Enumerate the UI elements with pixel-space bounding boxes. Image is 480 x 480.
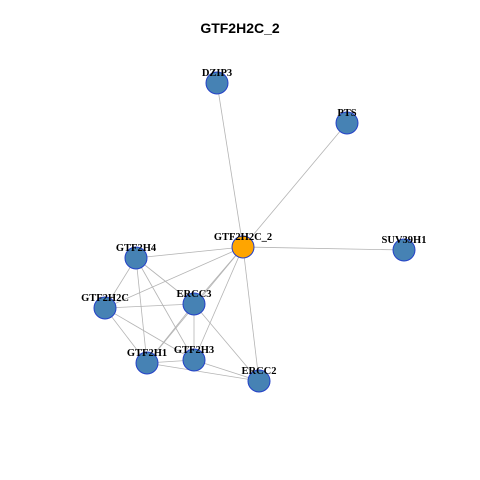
node-label-suv39h1: SUV39H1	[382, 235, 427, 246]
edge-gtf2h2c_2-ercc2	[242, 246, 260, 382]
node-label-gtf2h4: GTF2H4	[116, 243, 157, 254]
edge-gtf2h2c-gtf2h3	[104, 307, 195, 361]
node-label-gtf2h1: GTF2H1	[127, 348, 167, 359]
node-label-gtf2h3: GTF2H3	[174, 345, 214, 356]
node-label-gtf2h2c_2: GTF2H2C_2	[214, 232, 272, 243]
edge-gtf2h2c_2-gtf2h4	[135, 246, 244, 259]
edge-ercc3-gtf2h1	[146, 303, 195, 364]
edge-gtf2h4-ercc3	[135, 257, 195, 305]
edge-gtf2h1-ercc2	[146, 362, 260, 382]
node-label-dzip3: DZIP3	[202, 68, 232, 79]
node-suv39h1	[392, 238, 416, 262]
node-gtf2h2c	[93, 296, 117, 320]
edge-ercc3-ercc2	[193, 303, 260, 382]
node-label-gtf2h2c: GTF2H2C	[81, 293, 129, 304]
node-dzip3	[205, 71, 229, 95]
edge-gtf2h2c-gtf2h1	[104, 307, 148, 364]
node-label-pts: PTS	[337, 108, 356, 119]
node-label-ercc2: ERCC2	[241, 366, 276, 377]
edge-gtf2h4-gtf2h3	[135, 257, 195, 361]
node-label-ercc3: ERCC3	[176, 289, 211, 300]
node-gtf2h1	[135, 351, 159, 375]
node-ercc3	[182, 292, 206, 316]
node-layer	[93, 71, 416, 393]
node-gtf2h3	[182, 348, 206, 372]
edge-gtf2h2c_2-gtf2h3	[193, 246, 244, 361]
edge-gtf2h2c_2-gtf2h2c	[104, 246, 244, 309]
node-pts	[335, 111, 359, 135]
edge-gtf2h4-gtf2h1	[135, 257, 148, 364]
edge-gtf2h2c_2-dzip3	[216, 82, 244, 248]
node-gtf2h2c_2	[231, 235, 255, 259]
edge-gtf2h2c_2-suv39h1	[242, 246, 405, 251]
node-gtf2h4	[124, 246, 148, 270]
figure-title: GTF2H2C_2	[200, 20, 280, 36]
edge-gtf2h2c-ercc3	[104, 303, 195, 309]
edge-gtf2h2c_2-pts	[242, 122, 348, 248]
node-ercc2	[247, 369, 271, 393]
